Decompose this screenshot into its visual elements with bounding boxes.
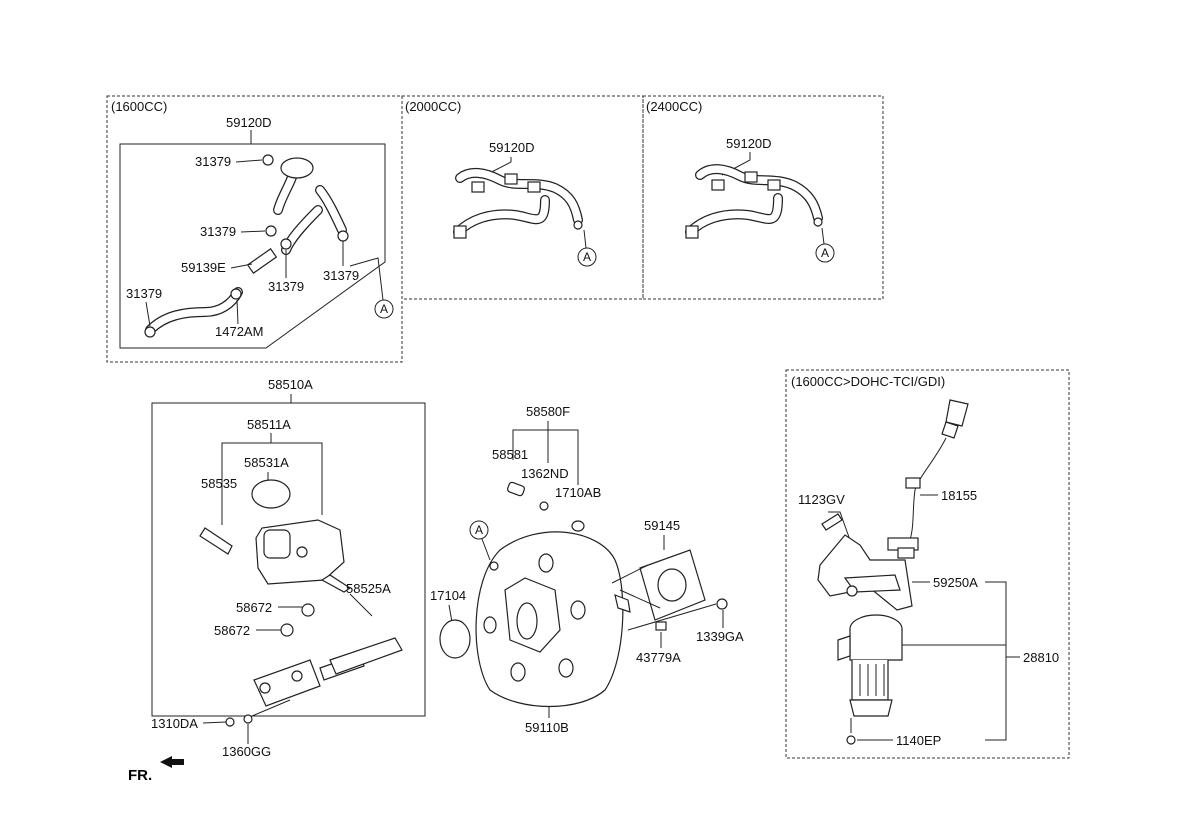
label-1140EP: 1140EP [896, 733, 941, 748]
label-58535: 58535 [201, 476, 237, 491]
marker-a-2400-text: A [821, 246, 829, 260]
bracket-58580F [512, 429, 579, 485]
leader-to-marker-a-1600 [349, 257, 384, 301]
hose-assembly-2400 [685, 164, 823, 239]
label-28810: 28810 [1023, 650, 1059, 665]
leader-1472AM [236, 299, 239, 325]
leader-31379-e [145, 301, 151, 327]
hose-assembly-1600 [144, 154, 349, 338]
frame-2400cc [642, 95, 884, 300]
label-31379-c: 31379 [268, 279, 304, 294]
bolt-1123GV [821, 513, 843, 531]
connector-marker-a-2400 [815, 243, 835, 263]
reservoir-and-master-cylinder [199, 479, 403, 707]
label-58672-b: 58672 [214, 623, 250, 638]
leader-1339GA-link [627, 603, 717, 631]
seal-1710AB [571, 520, 585, 532]
label-1360GG: 1360GG [222, 744, 271, 759]
label-31379-a: 31379 [195, 154, 231, 169]
sensor-harness-18155 [887, 399, 969, 559]
label-59250A: 59250A [933, 575, 978, 590]
washer-1362ND [539, 501, 549, 511]
bracket-28810 [985, 581, 1007, 741]
label-31379-e: 31379 [126, 286, 162, 301]
section-label-2400cc: (2400CC) [646, 99, 702, 114]
front-label: FR. [128, 767, 152, 784]
gasket-59145-hole [657, 568, 687, 602]
leader-59145-link-b [619, 589, 661, 609]
label-58672-a: 58672 [236, 600, 272, 615]
label-1310DA: 1310DA [151, 716, 198, 731]
clip-43779A [655, 621, 667, 631]
leader-marker-a-2000 [583, 229, 587, 249]
label-18155: 18155 [941, 488, 977, 503]
connector-marker-a-booster [469, 520, 489, 540]
washer-1360GG [243, 714, 253, 724]
label-1472AM: 1472AM [215, 324, 263, 339]
label-59120D-2400: 59120D [726, 136, 772, 151]
section-label-2000cc: (2000CC) [405, 99, 461, 114]
marker-a-booster-text: A [475, 523, 483, 537]
leader-59145-link-a [611, 564, 649, 584]
label-58581: 58581 [492, 447, 528, 462]
leader-1310DA [202, 721, 227, 724]
pump-bracket-59250A [817, 534, 913, 611]
bolt-1140EP [846, 735, 856, 745]
label-58525A: 58525A [346, 581, 391, 596]
label-31379-b: 31379 [200, 224, 236, 239]
section-label-1600cc: (1600CC) [111, 99, 167, 114]
leader-1123GV [828, 511, 851, 541]
nut-1339GA [716, 598, 728, 610]
label-31379-d: 31379 [323, 268, 359, 283]
hose-assembly-2000 [453, 168, 583, 239]
leader-1360GG-link [251, 699, 291, 717]
group-bracket-1600 [119, 143, 386, 349]
marker-a-2000-text: A [583, 250, 591, 264]
frame-tci-gdi [785, 369, 1070, 759]
label-58531A: 58531A [244, 455, 289, 470]
label-58511A: 58511A [247, 417, 291, 432]
nut-1310DA [225, 717, 235, 727]
label-59120D-2000: 59120D [489, 140, 535, 155]
leader-marker-a-2400 [821, 227, 825, 245]
label-59120D-1600: 59120D [226, 115, 272, 130]
section-label-tci-gdi: (1600CC>DOHC-TCI/GDI) [791, 374, 945, 389]
frame-1600cc [106, 95, 403, 363]
leader-17104 [448, 604, 453, 623]
label-59110B: 59110B [525, 720, 569, 735]
label-59139E: 59139E [181, 260, 226, 275]
label-43779A: 43779A [636, 650, 681, 665]
label-1123GV: 1123GV [798, 492, 845, 507]
front-arrow-icon [160, 756, 184, 768]
label-1339GA: 1339GA [696, 629, 744, 644]
label-58580F: 58580F [526, 404, 570, 419]
marker-a-1600-text: A [380, 302, 388, 316]
brake-booster [475, 531, 631, 708]
label-59145: 59145 [644, 518, 680, 533]
master-cylinder-box [151, 402, 426, 717]
gasket-17104 [439, 619, 471, 659]
connector-marker-a-2000 [577, 247, 597, 267]
connector-marker-a-1600 [374, 299, 394, 319]
label-1362ND: 1362ND [521, 466, 569, 481]
label-17104: 17104 [430, 588, 466, 603]
label-1710AB: 1710AB [555, 485, 601, 500]
leader-31379-b [240, 230, 266, 233]
bracket-58511A [221, 442, 323, 515]
leader-59139E [230, 263, 253, 269]
vacuum-pump-28810 [837, 614, 903, 717]
stud-58581 [507, 481, 525, 497]
leader-marker-a-booster [481, 538, 491, 561]
frame-2000cc [401, 95, 644, 300]
leader-31379-a [235, 159, 263, 163]
label-58510A: 58510A [268, 377, 313, 392]
